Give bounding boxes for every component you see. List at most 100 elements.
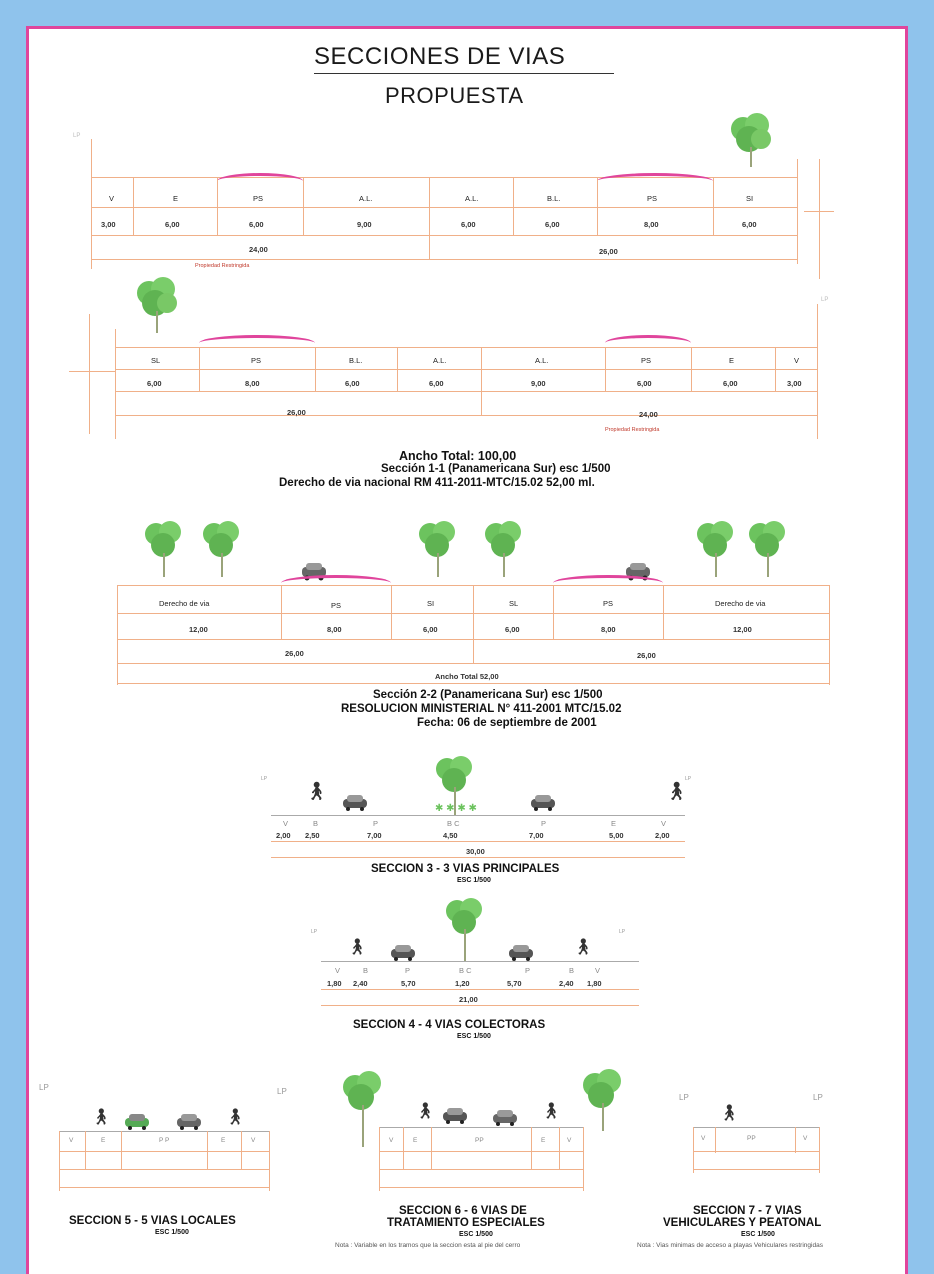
col-value: 6,00 [429,379,444,388]
total-width: 30,00 [466,847,485,856]
col-label: B [313,819,319,828]
col-label: V [69,1137,74,1144]
car-icon [391,945,415,961]
tree-icon [343,1071,381,1147]
col-value: 6,00 [637,379,652,388]
tree-icon [583,1069,621,1131]
col-label: P [541,819,547,828]
pedestrian-icon: 🚶︎ [573,939,594,956]
col-label: PS [331,601,342,610]
restriction-note: Propiedad Restringida [605,427,660,433]
col-label: V [389,1137,394,1144]
col-value: 7,00 [367,831,382,840]
col-label: PP [475,1137,484,1144]
col-value: 3,00 [787,379,802,388]
col-label: P [525,966,531,975]
car-icon [343,795,367,811]
pedestrian-icon: 🚶︎ [347,939,368,956]
subtotal: 26,00 [287,408,306,417]
subtotal: 26,00 [599,247,618,256]
page-title: SECCIONES DE VIAS [314,43,566,70]
col-label: E [611,819,617,828]
col-value: 2,50 [305,831,320,840]
col-label: PS [641,356,652,365]
col-value: 6,00 [461,220,476,229]
col-label: PS [253,194,264,203]
col-label: P P [159,1137,170,1144]
pedestrian-icon: 🚶︎ [305,781,328,801]
lp-label: LP [261,776,268,782]
tree-icon [485,521,521,577]
col-label: V [283,819,289,828]
col-value: 9,00 [531,379,546,388]
col-value: 2,40 [559,979,574,988]
lp-label: LP [73,133,81,139]
col-value: 1,80 [327,979,342,988]
subtotal: 26,00 [285,649,304,658]
col-label: E [413,1137,418,1144]
col-label: V [567,1137,572,1144]
col-value: 8,00 [601,625,616,634]
col-label: V [701,1135,706,1142]
scale-label: ESC 1/500 [155,1229,189,1236]
col-label: SI [427,599,435,608]
col-value: 6,00 [249,220,264,229]
col-label: A.L. [535,356,549,365]
col-label: E [101,1137,106,1144]
col-label: B.L. [349,356,363,365]
total-width-caption: Ancho Total: 100,00 [399,449,517,463]
col-label: E [541,1137,546,1144]
col-label: Derecho de via [715,599,766,608]
col-value: 6,00 [723,379,738,388]
col-value: 12,00 [733,625,752,634]
col-value: 9,00 [357,220,372,229]
section-5-5-caption: SECCION 5 - 5 VIAS LOCALES [69,1215,236,1227]
col-value: 3,00 [101,220,116,229]
section-7-7-caption: SECCION 7 - 7 VIAS [693,1205,802,1217]
col-label: PP [747,1135,756,1142]
pedestrian-icon: 🚶︎ [719,1105,740,1122]
col-value: 2,00 [276,831,291,840]
subtotal: 24,00 [249,245,268,254]
col-value: 1,80 [587,979,602,988]
page-subtitle: PROPUESTA [385,83,524,108]
section-1-1-subcaption: Derecho de via nacional RM 411-2011-MTC/… [279,477,595,489]
col-label: P [373,819,379,828]
col-value: 6,00 [742,220,757,229]
section-2-2-date: Fecha: 06 de septiembre de 2001 [417,717,597,729]
col-value: 5,70 [401,979,416,988]
col-value: 4,50 [443,831,458,840]
section-1-1-caption: Sección 1-1 (Panamericana Sur) esc 1/500 [381,463,611,475]
col-label: B [363,966,369,975]
tree-icon [145,521,181,577]
col-label: E [173,194,179,203]
tree-icon [697,521,733,577]
restriction-note: Propiedad Restringida [195,263,250,269]
col-label: V [109,194,115,203]
lp-label: LP [679,1093,689,1102]
col-label: PS [603,599,614,608]
col-value: 6,00 [505,625,520,634]
col-value: 8,00 [245,379,260,388]
col-label: SI [746,194,754,203]
tree-icon [731,113,771,167]
col-label: V [595,966,601,975]
sidewalk-arc [605,335,691,344]
shrubs: ✱ ✱ ✱ ✱ [435,803,477,814]
lp-label: LP [311,929,318,935]
section-6-6-caption: SECCION 6 - 6 VIAS DE [399,1205,527,1217]
total-width: Ancho Total 52,00 [435,672,499,681]
section-6-6-note: Nota : Variable en los tramos que la sec… [335,1242,521,1249]
col-value: 7,00 [529,831,544,840]
col-label: SL [151,356,161,365]
car-icon [509,945,533,961]
col-label: Derecho de via [159,599,210,608]
scale-label: ESC 1/500 [457,1033,491,1040]
section-7-7-caption-2: VEHICULARES Y PEATONAL [663,1217,822,1229]
col-label: A.L. [359,194,373,203]
col-value: 6,00 [165,220,180,229]
title-underline [314,73,614,74]
lp-label: LP [277,1087,287,1096]
tree-icon [137,277,177,333]
tree-icon [203,521,239,577]
